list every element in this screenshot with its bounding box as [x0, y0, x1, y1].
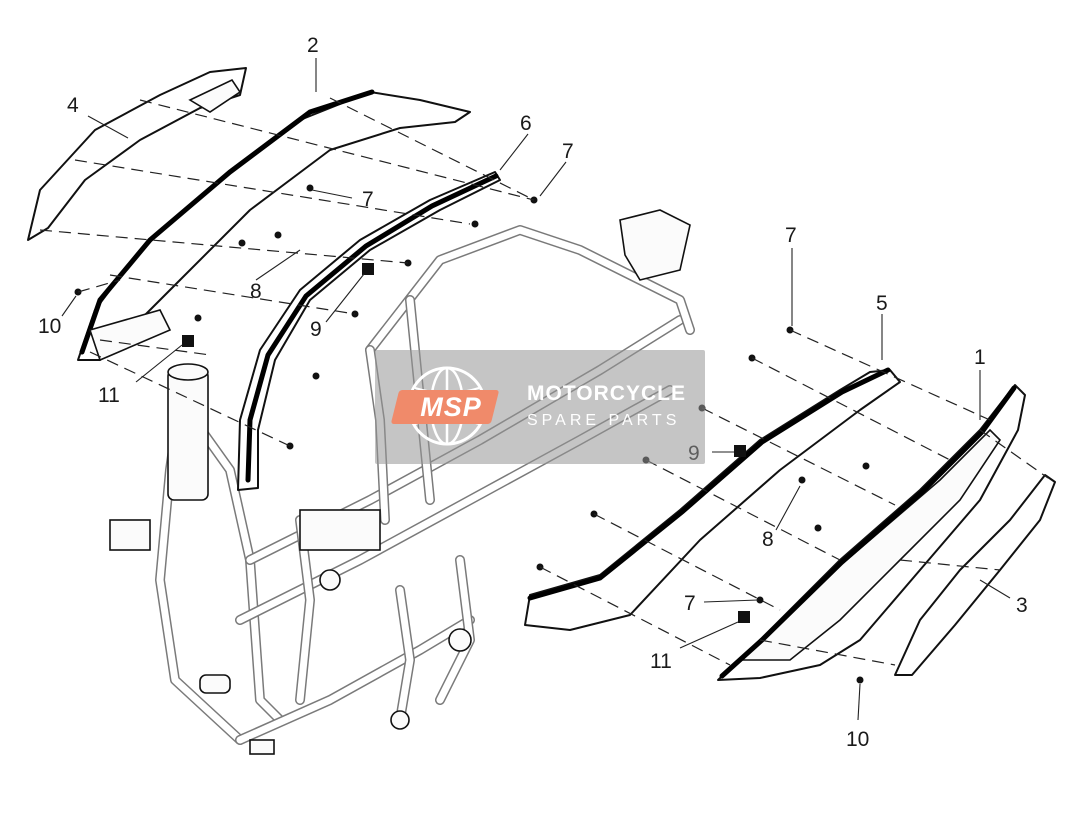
callout-8-left: 8	[250, 280, 262, 303]
nut-part-11	[182, 335, 194, 347]
mount-pad	[199, 674, 231, 694]
callout-5: 5	[876, 292, 888, 315]
head-tube	[167, 369, 209, 501]
leader-lines	[61, 58, 1011, 721]
center-plate	[299, 509, 381, 551]
clip-part-9	[362, 263, 374, 275]
mount-boss	[319, 569, 341, 591]
callout-11-left: 11	[98, 384, 120, 407]
part-4-trim-strip	[27, 67, 247, 241]
callout-8-right: 8	[762, 528, 774, 551]
scooter-frame	[109, 209, 695, 755]
callout-7-right-top: 7	[785, 224, 797, 247]
callout-7-top-right: 7	[562, 140, 574, 163]
part-1-side-cover	[717, 384, 1026, 681]
watermark-subtitle: SPARE PARTS	[527, 412, 681, 429]
watermark: MSP MOTORCYCLE SPARE PARTS	[375, 350, 705, 464]
assembly-lines	[39, 97, 1049, 666]
callout-10-left: 10	[38, 315, 61, 338]
rear-bracket	[619, 209, 691, 281]
callout-6: 6	[520, 112, 532, 135]
callout-7-top-mid: 7	[362, 188, 374, 211]
part-3-trim-strip	[894, 474, 1056, 676]
callout-10-right: 10	[846, 728, 869, 751]
callout-9-left: 9	[310, 318, 322, 341]
part-2-side-cover	[77, 89, 471, 362]
part-5-inner-panel	[524, 367, 901, 631]
front-plate	[109, 519, 151, 551]
nut-part-11	[738, 611, 750, 623]
callout-1: 1	[974, 346, 986, 369]
callout-2: 2	[307, 34, 319, 57]
callout-11-right: 11	[650, 650, 672, 673]
clip-part-9	[734, 445, 746, 457]
fastener-clips	[182, 263, 750, 623]
foot-block	[249, 739, 275, 755]
watermark-badge-text: MSP	[420, 392, 482, 422]
watermark-title: MOTORCYCLE	[527, 382, 686, 405]
callout-4: 4	[67, 94, 79, 117]
mount-boss	[390, 710, 410, 730]
callout-3: 3	[1016, 594, 1028, 617]
mount-boss	[448, 628, 472, 652]
part-6-inner-strip	[237, 171, 501, 491]
callout-7-right-bottom: 7	[684, 592, 696, 615]
